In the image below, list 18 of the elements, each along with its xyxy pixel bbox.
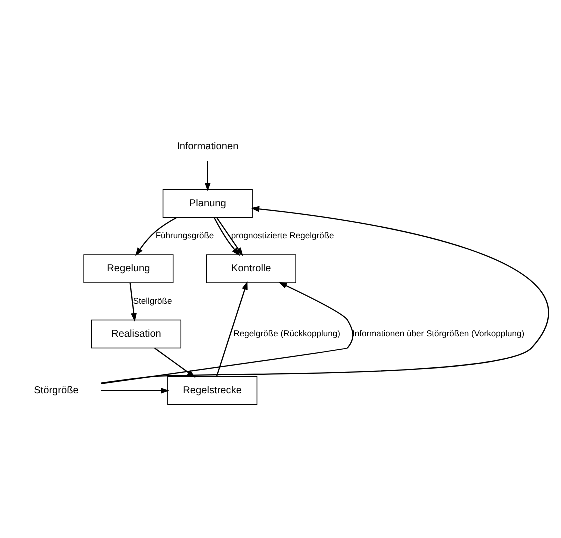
node-box: Regelung	[84, 254, 174, 284]
arrow	[101, 282, 354, 384]
node-box: Planung	[162, 189, 253, 218]
node-box: Regelstrecke	[168, 376, 258, 406]
edge-label: Regelgröße (Rückkopplung)	[234, 328, 340, 338]
node-box: Realisation	[91, 320, 182, 349]
arrow	[101, 388, 170, 394]
edge-label: prognostizierte Regelgröße	[231, 230, 334, 241]
arrow	[101, 206, 549, 384]
arrow	[216, 281, 248, 377]
edge-label: Stellgröße	[133, 296, 172, 306]
arrow	[204, 161, 211, 192]
node-box: Kontrolle	[206, 254, 296, 284]
arrow	[136, 217, 178, 256]
edge-label: Führungsgröße	[156, 230, 214, 241]
arrow	[130, 283, 137, 322]
node-text: Störgröße	[34, 386, 79, 397]
node-text: Informationen	[177, 142, 239, 153]
